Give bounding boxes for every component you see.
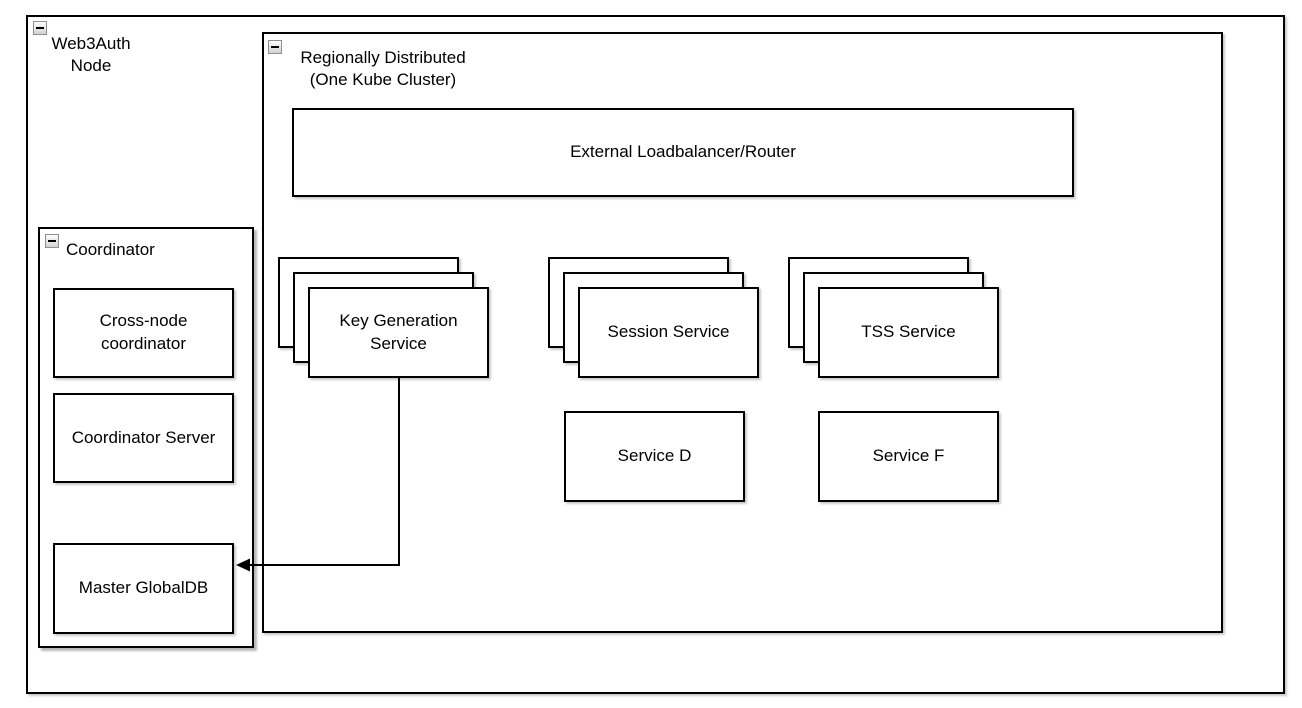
coordinator-server-box[interactable]: Coordinator Server [53, 393, 234, 483]
tss-service-box[interactable]: TSS Service [818, 287, 999, 378]
external-loadbalancer-label: External Loadbalancer/Router [570, 142, 796, 162]
key-generation-service-label: Key Generation Service [339, 310, 458, 353]
minus-glyph [36, 27, 44, 29]
collapse-minus-icon[interactable] [268, 40, 282, 54]
session-service-box[interactable]: Session Service [578, 287, 759, 378]
minus-glyph [48, 240, 56, 242]
web3auth-node-label: Web3Auth Node [51, 34, 131, 76]
master-globaldb-box[interactable]: Master GlobalDB [53, 543, 234, 634]
master-globaldb-label: Master GlobalDB [78, 578, 209, 598]
regional-label: Regionally Distributed (One Kube Cluster… [300, 48, 466, 90]
coordinator-server-label: Coordinator Server [71, 427, 216, 447]
minus-glyph [271, 46, 279, 48]
service-f-box[interactable]: Service F [818, 411, 999, 502]
collapse-minus-icon[interactable] [33, 21, 47, 35]
service-f-label: Service F [872, 446, 945, 466]
coordinator-label: Coordinator [66, 240, 155, 259]
cross-node-coordinator-label: Cross-node coordinator [99, 311, 188, 353]
external-loadbalancer-box[interactable]: External Loadbalancer/Router [292, 108, 1074, 197]
cross-node-coordinator-box[interactable]: Cross-node coordinator [53, 288, 234, 378]
tss-service-label: TSS Service [861, 322, 956, 342]
service-d-label: Service D [617, 446, 692, 466]
service-d-box[interactable]: Service D [564, 411, 745, 502]
key-generation-service-box[interactable]: Key Generation Service [308, 287, 489, 378]
collapse-minus-icon[interactable] [45, 234, 59, 248]
session-service-label: Session Service [607, 322, 730, 342]
